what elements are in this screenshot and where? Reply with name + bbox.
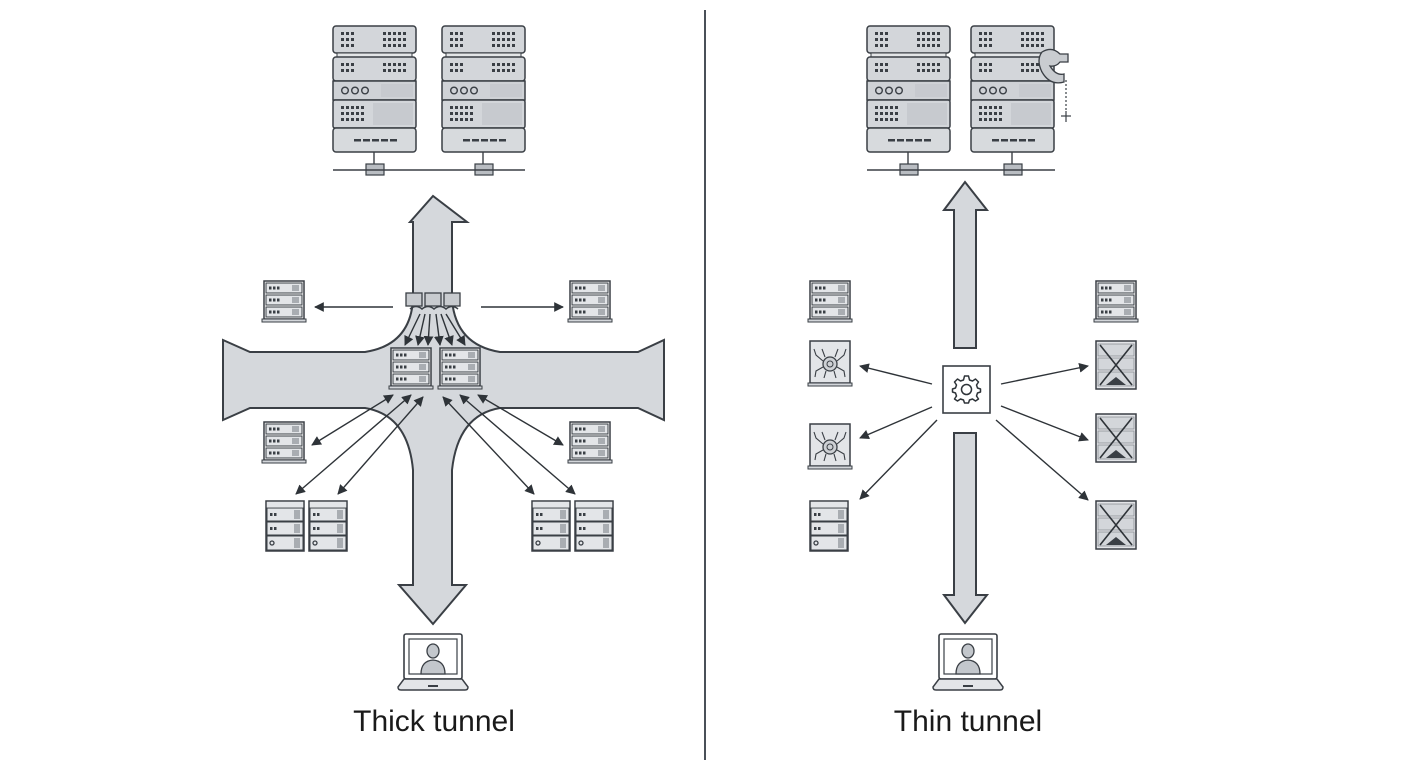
blocked-server: [1095, 413, 1137, 463]
top-server-left: [332, 25, 417, 176]
blocked-server: [1095, 500, 1137, 550]
center-server-left: [388, 347, 434, 390]
router-chain-icon: [405, 292, 461, 310]
top-server-right-locked: [970, 25, 1055, 176]
lock-icon: [1038, 48, 1071, 122]
side-server: [807, 280, 853, 323]
infected-server: [807, 423, 853, 470]
side-server: [567, 421, 613, 464]
caption-thin-tunnel: Thin tunnel: [893, 705, 1043, 738]
side-server: [567, 280, 613, 323]
gear-icon: [951, 375, 982, 404]
fan-arrows: [404, 313, 466, 346]
thick-tunnel-shape: [222, 194, 665, 626]
side-server: [531, 500, 571, 552]
caption-thick-tunnel: Thick tunnel: [353, 705, 515, 738]
center-server-right: [437, 347, 483, 390]
laptop-user-icon: [397, 633, 469, 691]
infected-server: [807, 340, 853, 387]
gear-arrows: [859, 362, 1089, 501]
side-server: [809, 500, 849, 552]
laptop-user-icon: [932, 633, 1004, 691]
side-server: [261, 421, 307, 464]
side-server: [265, 500, 305, 552]
bidirectional-arrows: [295, 394, 576, 495]
side-server: [308, 500, 348, 552]
left-panel: [222, 25, 665, 691]
top-server-left: [866, 25, 951, 176]
side-server: [261, 280, 307, 323]
gear-box: [942, 365, 991, 414]
thin-tunnel-upper: [942, 180, 990, 349]
right-panel: [807, 25, 1139, 691]
blocked-server: [1095, 340, 1137, 390]
thin-tunnel-lower: [942, 432, 990, 625]
top-server-right: [441, 25, 526, 176]
side-server: [1093, 280, 1139, 323]
side-server: [574, 500, 614, 552]
